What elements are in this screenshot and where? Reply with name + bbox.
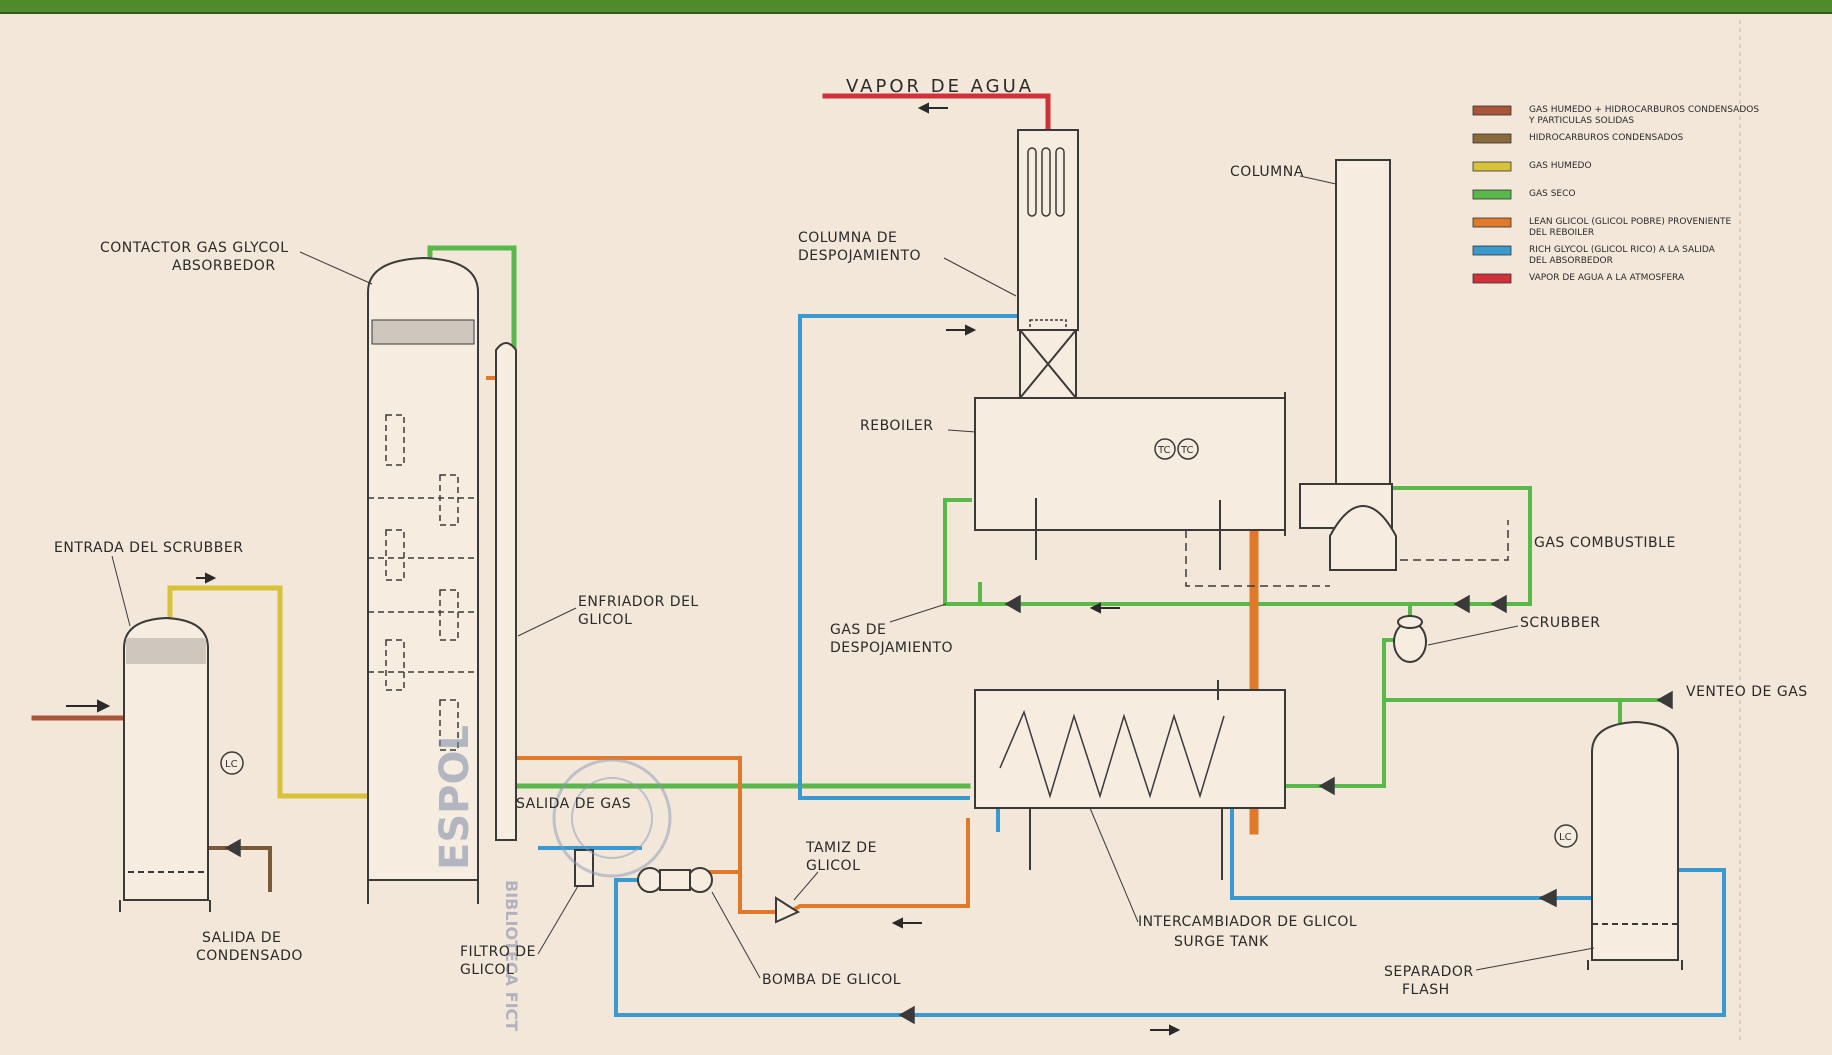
legend-swatch (1473, 190, 1511, 199)
label-reboiler: REBOILER (860, 418, 933, 434)
legend-swatch (1473, 162, 1511, 171)
legend: GAS HUMEDO + HIDROCARBUROS CONDENSADOSY … (1473, 105, 1759, 283)
pipe-rich-glycol-3 (616, 870, 1724, 1015)
label-columna: COLUMNA (1230, 164, 1304, 180)
valve-flash-gas (1320, 778, 1334, 794)
legend-label: GAS HUMEDO + HIDROCARBUROS CONDENSADOS (1529, 105, 1759, 115)
arrow-icon (196, 574, 214, 582)
glycol-sieve (776, 898, 798, 922)
stripping-column (1018, 130, 1078, 398)
flash-separator-vessel (1588, 722, 1682, 970)
label-bomba: BOMBA DE GLICOL (762, 972, 901, 988)
label-entrada-scrubber: ENTRADA DEL SCRUBBER (54, 540, 243, 556)
lc-flash-label: LC (1559, 832, 1572, 843)
label-enfriador-1: ENFRIADOR DEL (578, 594, 699, 610)
label-gas-desp-2: DESPOJAMIENTO (830, 640, 953, 656)
fuel-gas-scrubber (1394, 616, 1426, 662)
valve-fuel-1 (1006, 596, 1020, 612)
legend-swatch (1473, 274, 1511, 283)
label-salida-gas: SALIDA DE GAS (516, 796, 631, 812)
valve-venteo (1658, 692, 1672, 708)
pipe-rich-glycol-2 (1232, 798, 1592, 898)
label-tamiz-1: TAMIZ DE (805, 840, 877, 856)
arrow-icon (894, 919, 922, 927)
valve-return (900, 1007, 914, 1023)
label-columna-desp-2: DESPOJAMIENTO (798, 248, 921, 264)
label-gas-desp-1: GAS DE (830, 622, 886, 638)
label-filtro-1: FILTRO DE (460, 944, 536, 960)
arrow-icon (66, 701, 108, 711)
library-stamp (554, 760, 670, 876)
legend-swatch (1473, 246, 1511, 255)
legend-label: DEL ABSORBEDOR (1529, 256, 1613, 266)
legend-label: RICH GLYCOL (GLICOL RICO) A LA SALIDA (1529, 245, 1716, 255)
valve-fuel-3 (1492, 596, 1506, 612)
label-columna-desp-1: COLUMNA DE (798, 230, 897, 246)
legend-label: DEL REBOILER (1529, 228, 1594, 238)
label-salida-cond-1: SALIDA DE (202, 930, 281, 946)
glycol-cooler (496, 343, 516, 840)
legend-swatch (1473, 218, 1511, 227)
arrow-icon (1150, 1026, 1178, 1034)
lc-scrubber-label: LC (225, 759, 238, 770)
label-salida-cond-2: CONDENSADO (196, 948, 303, 964)
tc-1-label: TC (1157, 445, 1171, 456)
legend-label: LEAN GLICOL (GLICOL POBRE) PROVENIENTE (1529, 217, 1731, 227)
label-separador-2: FLASH (1402, 982, 1450, 998)
label-scrubber: SCRUBBER (1520, 615, 1600, 631)
label-intercambiador-2: SURGE TANK (1174, 934, 1269, 950)
valve-flash (1540, 890, 1556, 906)
legend-label: VAPOR DE AGUA A LA ATMOSFERA (1529, 273, 1685, 283)
pipe-vapor-agua (825, 96, 1048, 130)
reboiler-stack (1300, 160, 1396, 570)
valve-fuel-2 (1455, 596, 1469, 612)
label-gas-combustible: GAS COMBUSTIBLE (1534, 535, 1676, 551)
arrow-icon (920, 104, 948, 112)
surge-tank-exchanger (975, 680, 1285, 880)
legend-label: GAS SECO (1529, 189, 1575, 199)
legend-label: Y PARTICULAS SOLIDAS (1528, 116, 1634, 126)
label-venteo: VENTEO DE GAS (1686, 684, 1808, 700)
arrow-icon (946, 326, 974, 334)
label-tamiz-2: GLICOL (806, 858, 860, 874)
legend-label: GAS HUMEDO (1529, 161, 1592, 171)
label-intercambiador-1: INTERCAMBIADOR DE GLICOL (1138, 914, 1357, 930)
tc-2-label: TC (1180, 445, 1194, 456)
label-contactor-1: CONTACTOR GAS GLYCOL (100, 240, 289, 256)
legend-swatch (1473, 134, 1511, 143)
pipe-gas-combustible-2 (945, 500, 970, 604)
pipe-flash-gas (1282, 700, 1384, 786)
inlet-scrubber-vessel (120, 618, 210, 912)
legend-swatch (1473, 106, 1511, 115)
legend-label: HIDROCARBUROS CONDENSADOS (1529, 133, 1684, 143)
label-filtro-2: GLICOL (460, 962, 514, 978)
stamp-espol-text: ESPOL (432, 725, 478, 870)
label-contactor-2: ABSORBEDOR (172, 258, 276, 274)
valve-scrubber (226, 840, 240, 856)
label-enfriador-2: GLICOL (578, 612, 632, 628)
label-vapor-agua: VAPOR DE AGUA (846, 76, 1034, 97)
glycol-pump (638, 868, 712, 892)
label-separador-1: SEPARADOR (1384, 964, 1474, 980)
